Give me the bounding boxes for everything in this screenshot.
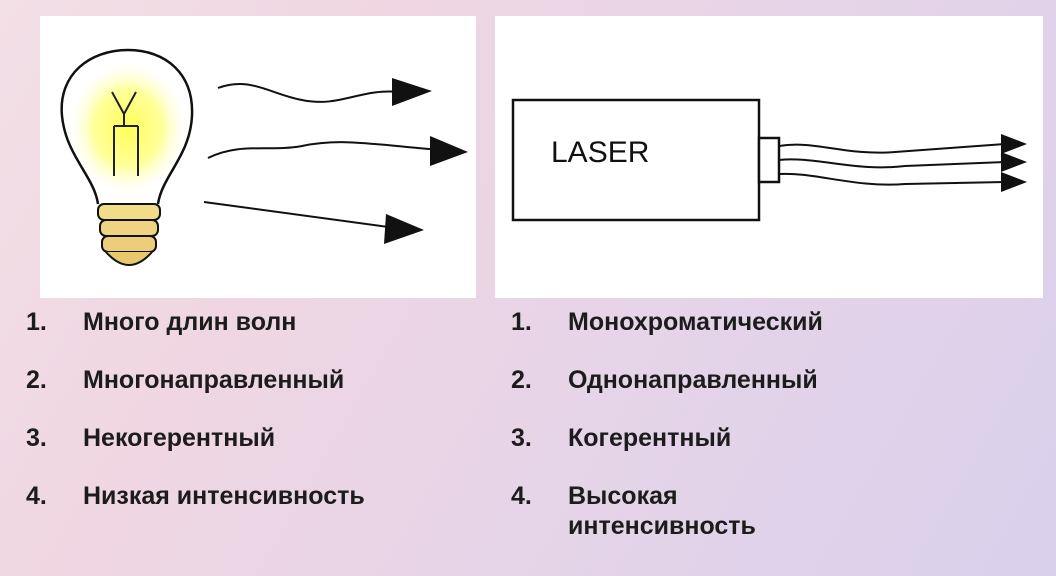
list-item: 3. Когерентный (511, 423, 951, 481)
item-text: Низкая интенсивность (83, 482, 365, 510)
item-number: 2. (511, 366, 532, 394)
arrow-head-1 (392, 78, 432, 106)
item-text: Много длин волн (83, 308, 297, 336)
bulb-illustration (60, 48, 468, 266)
laser-properties-list: 1. Монохроматический 2. Однонаправленный… (511, 307, 951, 540)
arrow-head-2 (430, 136, 468, 166)
filament-icon (111, 91, 139, 176)
item-number: 1. (26, 308, 47, 336)
list-item: 4. Высокая интенсивность (511, 481, 951, 540)
list-item: 1. Много длин волн (26, 307, 466, 365)
laser-panel: LASER (495, 16, 1043, 298)
laser-label: LASER (551, 136, 649, 169)
item-text: Однонаправленный (568, 366, 818, 394)
list-item: 1. Монохроматический (511, 307, 951, 365)
laser-beam-1 (778, 143, 1006, 154)
bulb-base-icon (97, 203, 161, 266)
list-item: 3. Некогерентный (26, 423, 466, 481)
laser-beam-3 (778, 172, 1006, 186)
beam-head-3 (1001, 172, 1027, 192)
item-text: Некогерентный (83, 424, 276, 452)
arrow-head-3 (384, 214, 424, 244)
laser-illustration: LASER (511, 98, 1027, 222)
list-item: 2. Многонаправленный (26, 365, 466, 423)
item-text: Многонаправленный (83, 366, 345, 394)
item-text: Высокая интенсивность (568, 482, 756, 540)
item-number: 4. (26, 482, 47, 510)
wave-arrow-2 (207, 141, 441, 159)
item-text: Монохроматический (568, 308, 823, 336)
list-item: 2. Однонаправленный (511, 365, 951, 423)
bulb-glow (66, 58, 190, 198)
laser-box (511, 98, 761, 222)
item-number: 3. (511, 424, 532, 452)
bulb-panel (40, 16, 476, 298)
laser-aperture (757, 136, 781, 184)
wave-arrow-1 (217, 83, 401, 103)
item-text: Когерентный (568, 424, 732, 452)
list-item: 4. Низкая интенсивность (26, 481, 466, 539)
bulb-icon (60, 48, 194, 205)
laser-beam-2 (778, 158, 1006, 169)
item-number: 2. (26, 366, 47, 394)
bulb-properties-list: 1. Много длин волн 2. Многонаправленный … (26, 307, 466, 539)
item-number: 3. (26, 424, 47, 452)
item-number: 4. (511, 482, 532, 510)
beam-head-2 (1001, 152, 1027, 172)
straight-arrow-3 (203, 201, 397, 229)
item-number: 1. (511, 308, 532, 336)
beam-head-1 (1001, 134, 1027, 154)
